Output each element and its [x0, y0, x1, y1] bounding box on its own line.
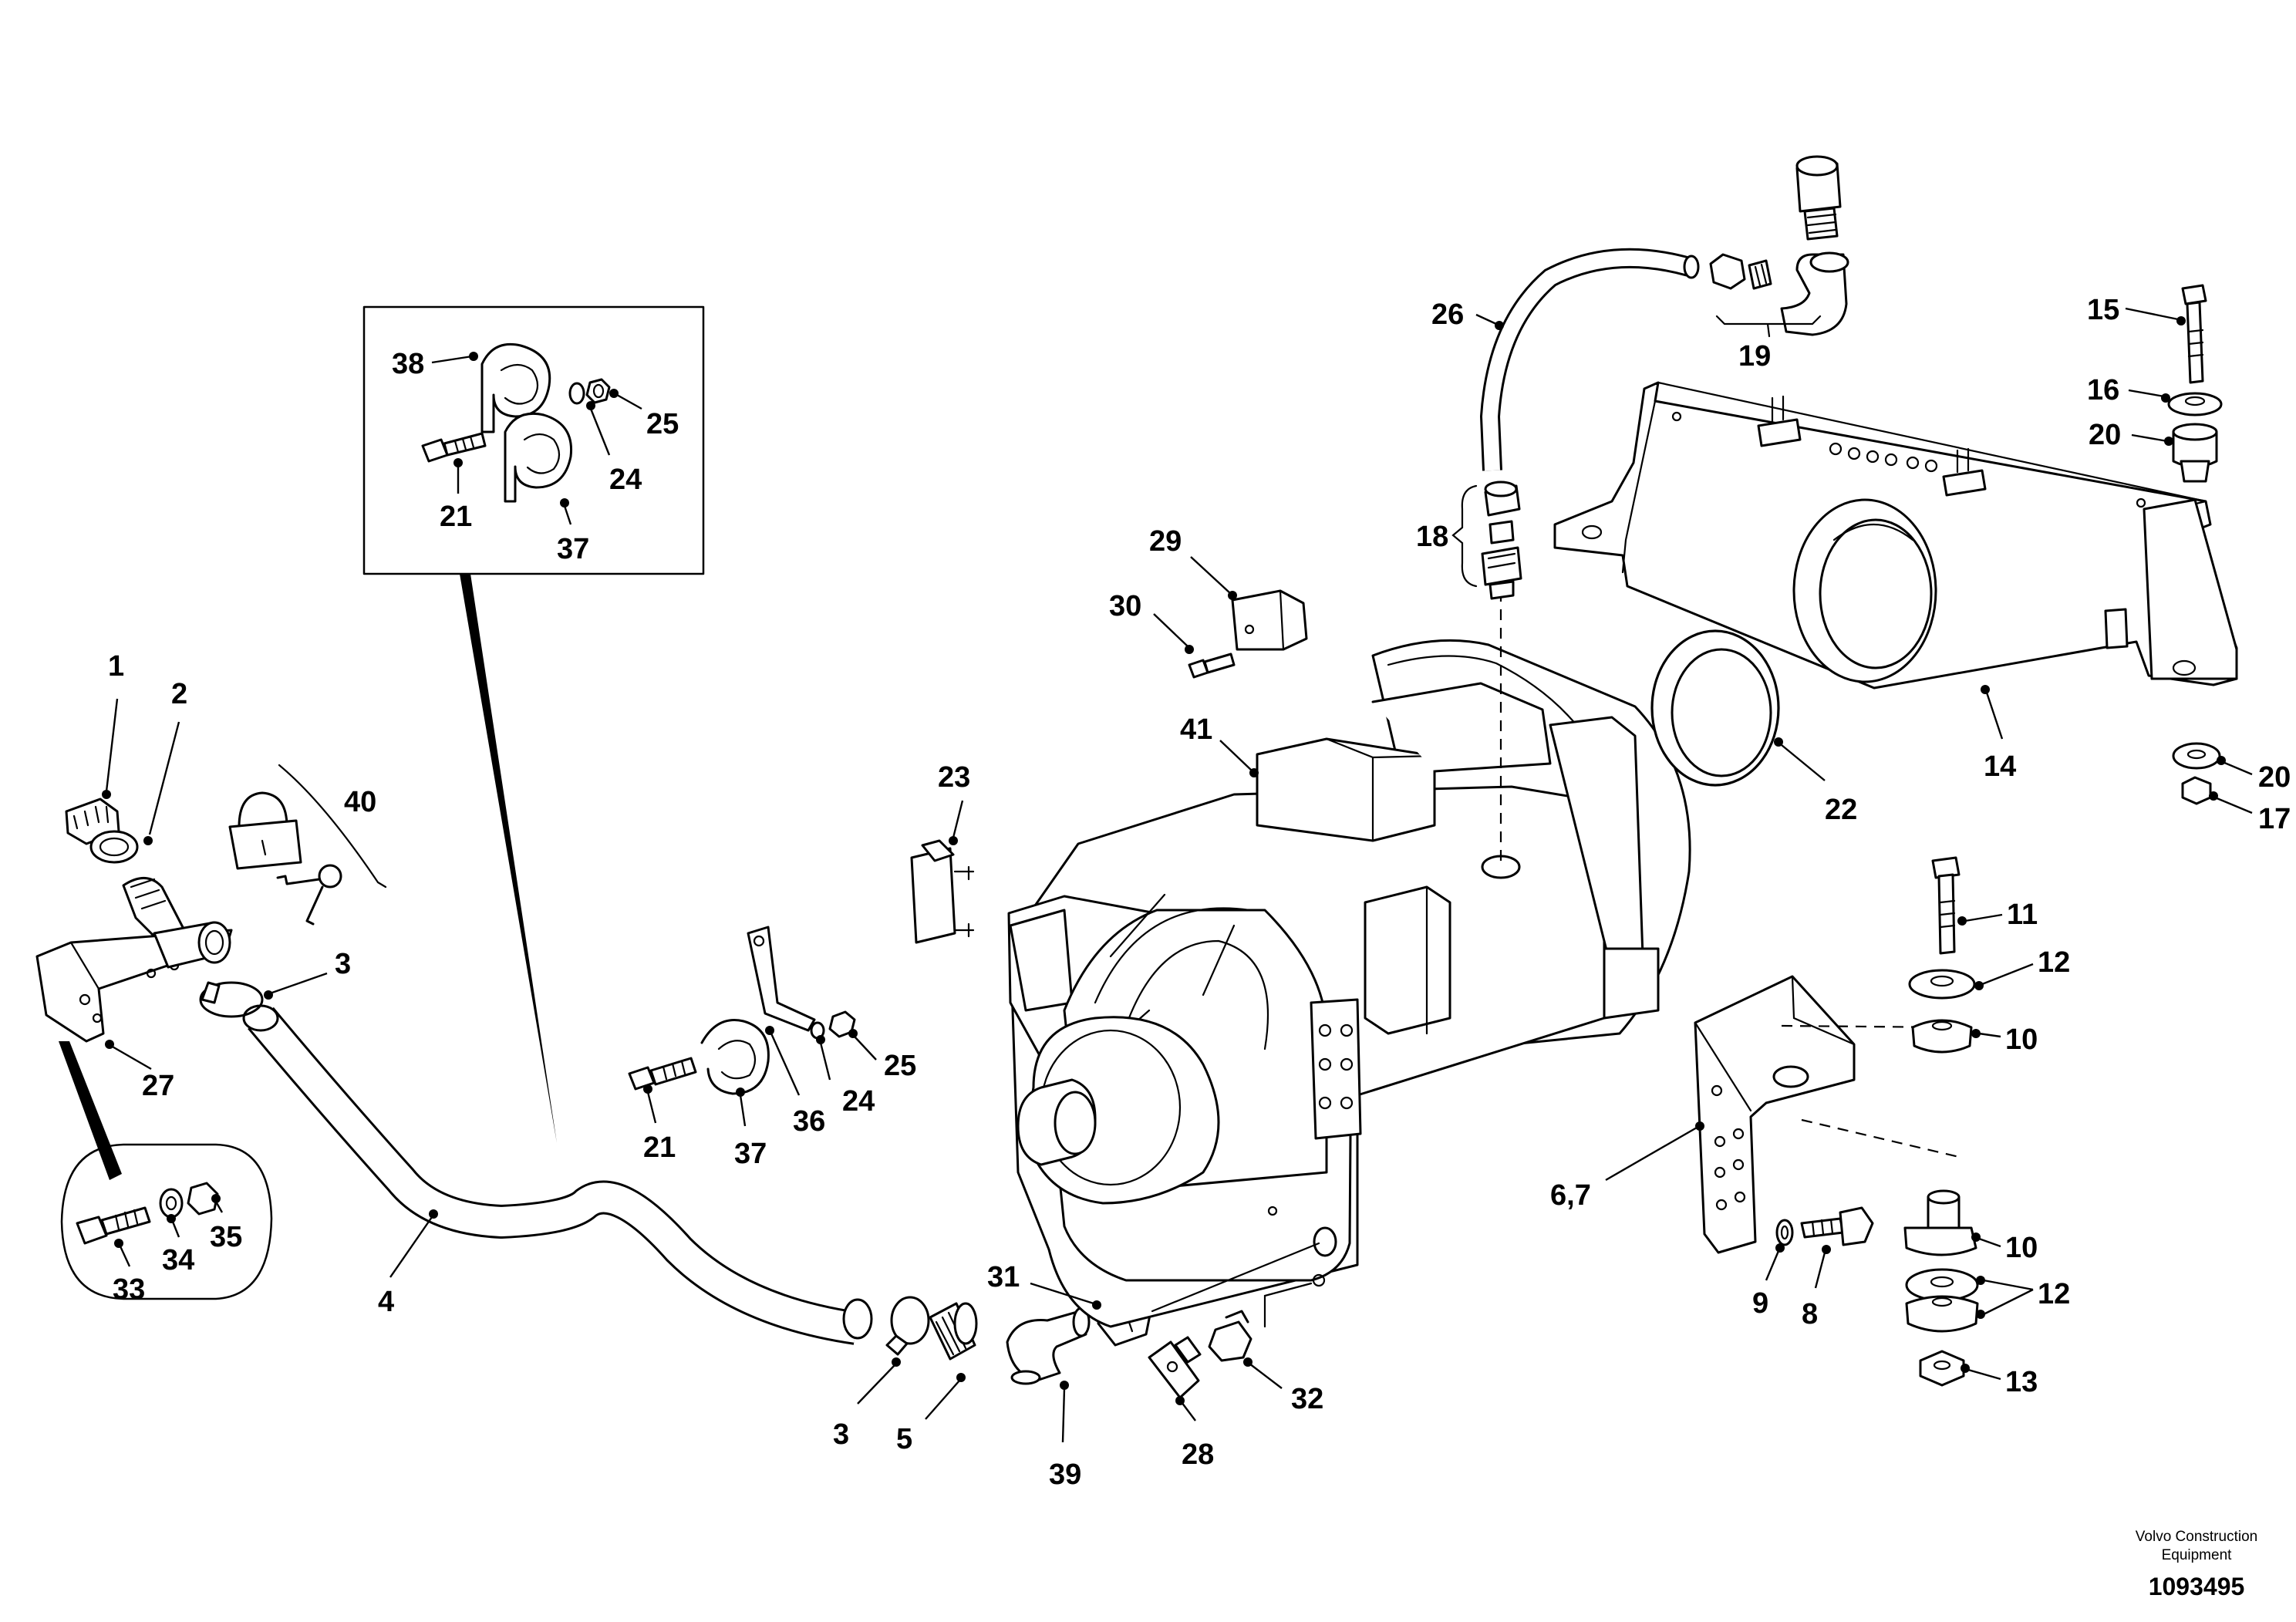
- callout-6-7: 6,7: [1550, 1179, 1591, 1212]
- callout-19: 19: [1738, 340, 1771, 373]
- drawing-footer: Volvo Construction Equipment 1093495: [2136, 1529, 2257, 1600]
- callout-12-bottom: 12: [2038, 1278, 2070, 1310]
- callout-38: 38: [392, 348, 424, 380]
- callout-31: 31: [987, 1261, 1020, 1293]
- callout-14: 14: [1984, 750, 2016, 783]
- callout-11: 11: [2007, 899, 2038, 931]
- coupling-assembly: [35, 798, 233, 1043]
- breather-fittings: [1479, 155, 1849, 600]
- seal-ring: [1650, 629, 1780, 787]
- callout-10-bottom: 10: [2005, 1232, 2038, 1264]
- callout-33: 33: [113, 1273, 145, 1306]
- clamp-detail-inset: [362, 305, 705, 575]
- callout-37-mid: 37: [734, 1138, 767, 1170]
- callout-34: 34: [162, 1244, 194, 1276]
- callout-10-top: 10: [2005, 1023, 2038, 1056]
- callout-28: 28: [1182, 1438, 1214, 1471]
- leader-lines: [102, 307, 2253, 1443]
- right-mount-bracket: [1694, 856, 1979, 1387]
- port-leaders: [1151, 1242, 1320, 1328]
- callout-labels: 1 2 40 3 27 33 34 35 4 38 25 24 21 37 21…: [108, 294, 2291, 1491]
- publisher-line-2: Equipment: [2162, 1547, 2233, 1563]
- callout-24-mid: 24: [842, 1085, 875, 1118]
- callout-36: 36: [793, 1105, 825, 1138]
- callout-1: 1: [108, 650, 124, 683]
- callout-30: 30: [1109, 590, 1141, 622]
- callout-9: 9: [1752, 1287, 1768, 1320]
- small-bracket: [1188, 589, 1308, 679]
- callout-17: 17: [2258, 803, 2291, 835]
- callout-29: 29: [1149, 525, 1182, 558]
- top-mount-hardware: [2167, 284, 2223, 805]
- fastener-detail-oval: [59, 1041, 273, 1300]
- threaded-fitting: [929, 1302, 978, 1361]
- hose-clamps: [199, 981, 930, 1356]
- drawing-number: 1093495: [2149, 1573, 2245, 1600]
- callout-5: 5: [896, 1423, 912, 1455]
- drain-valve: [1148, 1336, 1202, 1399]
- plug-small: [1208, 1310, 1253, 1362]
- callout-4: 4: [378, 1286, 394, 1318]
- callout-16: 16: [2087, 374, 2119, 406]
- callout-20-bottom: 20: [2258, 761, 2291, 794]
- callout-25-box: 25: [646, 408, 679, 440]
- publisher-line-1: Volvo Construction: [2136, 1529, 2257, 1545]
- callout-35: 35: [210, 1221, 242, 1253]
- callout-8: 8: [1802, 1298, 1818, 1330]
- callout-12-top: 12: [2038, 946, 2070, 979]
- padlock-and-keys: [228, 764, 387, 926]
- callout-26: 26: [1431, 298, 1464, 331]
- callout-32: 32: [1291, 1383, 1323, 1415]
- mounting-crossmember: [1553, 381, 2238, 690]
- callout-3-top: 3: [335, 948, 351, 980]
- callout-21-box: 21: [440, 501, 472, 533]
- hose: [242, 1004, 873, 1345]
- callout-15: 15: [2087, 294, 2119, 326]
- callout-21-mid: 21: [643, 1131, 676, 1164]
- callout-25-mid: 25: [884, 1050, 916, 1082]
- callout-3-bottom: 3: [833, 1418, 849, 1451]
- callout-13: 13: [2005, 1366, 2038, 1398]
- callout-18: 18: [1416, 521, 1448, 553]
- inset-pointer: [460, 574, 557, 1143]
- callout-22: 22: [1825, 794, 1857, 826]
- callout-41: 41: [1180, 713, 1212, 746]
- callout-39: 39: [1049, 1458, 1081, 1491]
- callout-37-box: 37: [557, 533, 589, 565]
- clamp-assembly-middle: [628, 926, 856, 1095]
- callout-27: 27: [142, 1070, 174, 1102]
- transmission-housing: [1007, 639, 1691, 1328]
- callout-20-top: 20: [2089, 419, 2121, 451]
- callout-2: 2: [171, 678, 187, 710]
- callout-23: 23: [938, 761, 970, 794]
- elbow-hose: [1006, 1307, 1091, 1385]
- callout-40: 40: [344, 786, 376, 818]
- callout-24-box: 24: [609, 464, 642, 496]
- connector-block: [910, 839, 975, 944]
